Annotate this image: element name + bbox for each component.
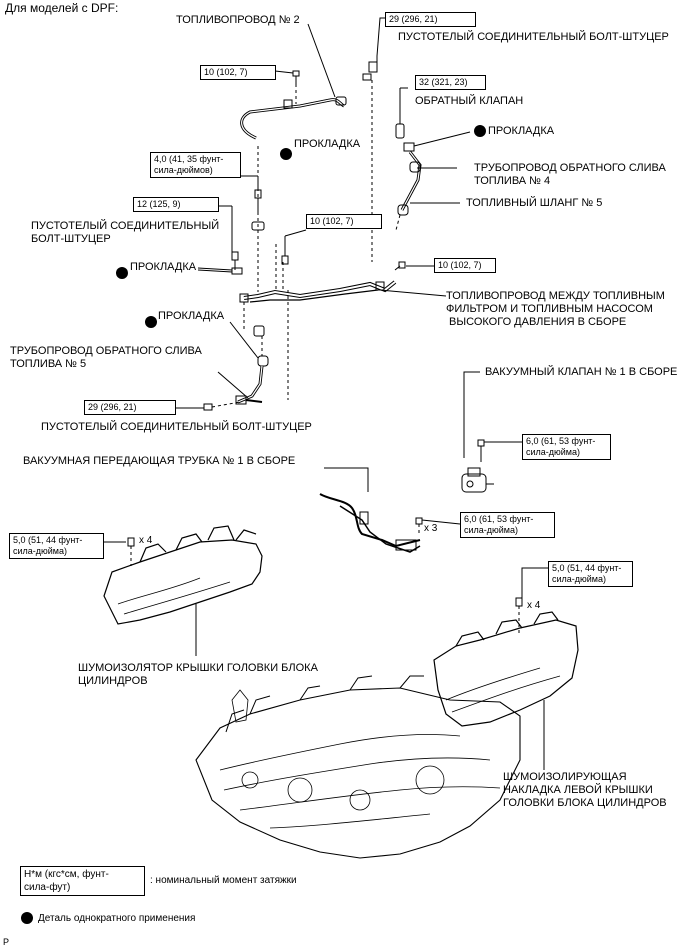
torque-box-pipe2-bolt: 10 (102, 7): [200, 65, 276, 80]
label-gasket-left: ПРОКЛАДКА: [130, 261, 197, 273]
label-vacuum-tube-1: ВАКУУМНАЯ ПЕРЕДАЮЩАЯ ТРУБКА № 1 В СБОРЕ: [23, 455, 296, 467]
left-cover-insulator-drawing: [433, 567, 579, 770]
torque-box-hollow-top: 29 (296, 21): [385, 12, 476, 27]
torque-box-hollow-bottom: 29 (296, 21): [84, 400, 176, 415]
single-use-dot: [145, 316, 157, 328]
label-hollow-bolt-left: ПУСТОТЕЛЫЙ СОЕДИНИТЕЛЬНЫЙ БОЛТ-ШТУЦЕР: [31, 220, 220, 245]
page-header: Для моделей с DPF:: [5, 1, 119, 15]
label-hollow-bolt-top: ПУСТОТЕЛЫЙ СОЕДИНИТЕЛЬНЫЙ БОЛТ-ШТУЦЕР: [398, 31, 669, 43]
single-use-dot: [280, 148, 292, 160]
torque-box-check-valve: 32 (321, 23): [415, 75, 486, 90]
label-gasket-center: ПРОКЛАДКА: [294, 138, 361, 150]
leader-lines: [197, 267, 233, 271]
pipe2-bolt-drawing: [274, 70, 300, 104]
label-gasket-top-right: ПРОКЛАДКА: [488, 125, 555, 137]
label-hollow-bolt-bottom: ПУСТОТЕЛЫЙ СОЕДИНИТЕЛЬНЫЙ БОЛТ-ШТУЦЕР: [41, 421, 312, 433]
label-left-cover-insulator: ШУМОИЗОЛИРУЮЩАЯ НАКЛАДКА ЛЕВОЙ КРЫШКИ ГО…: [503, 771, 667, 809]
single-use-dot: [116, 267, 128, 279]
vacuum-valve-drawing: [461, 371, 522, 493]
engine-drawing: [195, 675, 521, 859]
multiplier-vacuum-tube: x 3: [424, 523, 438, 534]
torque-box-bolt-12: 12 (125, 9): [133, 197, 219, 212]
torque-box-vacuum-tube: 6,0 (61, 53 фунт- сила-дюйма): [460, 512, 555, 538]
label-fuel-pipe-assy: ТОПЛИВОПРОВОД МЕЖДУ ТОПЛИВНЫМ ФИЛЬТРОМ И…: [446, 290, 665, 328]
fuel-pipe-assy-drawing: [239, 146, 447, 330]
single-use-dot: [474, 125, 486, 137]
torque-box-clamp: 4,0 (41, 35 фунт- сила-дюймов): [150, 152, 241, 178]
torque-box-vacuum-valve: 6,0 (61, 53 фунт- сила-дюйма): [522, 434, 611, 460]
label-fuel-hose-5: ТОПЛИВНЫЙ ШЛАНГ № 5: [466, 197, 603, 209]
label-check-valve: ОБРАТНЫЙ КЛАПАН: [415, 95, 524, 107]
check-valve-drawing: [395, 87, 471, 231]
label-fuel-pipe-2: ТОПЛИВОПРОВОД № 2: [176, 14, 300, 26]
clamp-bolts-drawing: [197, 175, 307, 275]
torque-box-right: 10 (102, 7): [434, 258, 496, 273]
legend-torque-box: Н*м (кгс*см, фунт- сила-фут): [20, 866, 145, 896]
corner-mark: P: [3, 937, 10, 947]
legend-torque-text: : номинальный момент затяжки: [150, 875, 297, 886]
label-vacuum-valve-1: ВАКУУМНЫЙ КЛАПАН № 1 В СБОРЕ: [485, 366, 678, 378]
torque-box-insulator-left: 5,0 (51, 44 фунт- сила-дюйма): [9, 533, 104, 559]
torque-box-insulator-right: 5,0 (51, 44 фунт- сила-дюйма): [548, 561, 633, 587]
torque-box-center: 10 (102, 7): [306, 214, 382, 229]
label-head-cover-insulator: ШУМОИЗОЛЯТОР КРЫШКИ ГОЛОВКИ БЛОКА ЦИЛИНД…: [78, 662, 318, 687]
label-return-pipe-5: ТРУБОПРОВОД ОБРАТНОГО СЛИВА ТОПЛИВА № 5: [10, 345, 202, 370]
label-gasket-lower-left: ПРОКЛАДКА: [158, 310, 225, 322]
fuel-pipe-2-drawing: [240, 23, 347, 140]
multiplier-insulator-right: x 4: [527, 600, 541, 611]
multiplier-insulator-left: x 4: [139, 535, 153, 546]
legend-dot-text: Деталь однократного применения: [38, 913, 196, 924]
top-hollow-bolt-drawing: [362, 17, 385, 262]
vacuum-tube-drawing: [319, 467, 461, 553]
head-cover-insulator-drawing: [103, 525, 263, 656]
return-pipe-5-drawing: [176, 290, 289, 411]
legend-single-use-dot: [21, 912, 33, 924]
label-return-pipe-4: ТРУБОПРОВОД ОБРАТНОГО СЛИВА ТОПЛИВА № 4: [474, 162, 666, 187]
